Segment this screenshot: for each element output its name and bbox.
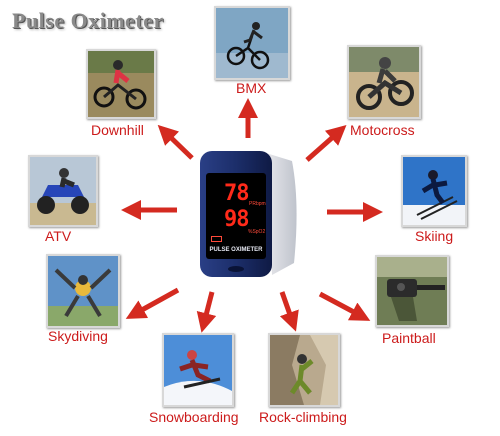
photo-atv xyxy=(28,155,98,227)
snowboarding-photo-icon xyxy=(164,335,232,405)
label-skiing: Skiing xyxy=(415,228,454,244)
pr-unit-label: PRbpm xyxy=(249,201,266,207)
label-paintball: Paintball xyxy=(382,330,436,346)
pulse-oximeter-device: 78 PRbpm 98 %SpO2 PULSE OXIMETER xyxy=(196,143,300,283)
photo-motocross xyxy=(347,45,421,119)
label-skydiving: Skydiving xyxy=(48,328,108,344)
label-motocross: Motocross xyxy=(350,122,415,138)
label-downhill: Downhill xyxy=(91,122,144,138)
photo-bmx xyxy=(214,6,290,80)
arrow-rock-climbing xyxy=(279,291,299,332)
label-atv: ATV xyxy=(45,228,72,244)
spo2-unit-label: %SpO2 xyxy=(248,229,266,235)
photo-rock-climbing xyxy=(268,333,340,407)
atv-photo-icon xyxy=(30,157,96,225)
label-bmx: BMX xyxy=(236,80,267,96)
battery-icon xyxy=(211,236,222,242)
photo-skiing xyxy=(401,155,467,227)
arrow-skydiving xyxy=(125,287,180,319)
label-rock-climbing: Rock-climbing xyxy=(259,409,347,425)
pulse-reading: 98 xyxy=(224,207,249,232)
device-brand-label: PULSE OXIMETER xyxy=(209,247,263,253)
arrow-paintball xyxy=(318,291,371,321)
rock-climbing-photo-icon xyxy=(270,335,338,405)
label-snowboarding: Snowboarding xyxy=(149,409,239,425)
photo-skydiving xyxy=(46,254,120,328)
downhill-photo-icon xyxy=(88,51,154,117)
spo2-reading: 78 xyxy=(224,181,249,206)
photo-snowboarding xyxy=(162,333,234,407)
arrow-downhill xyxy=(157,124,194,160)
arrow-motocross xyxy=(305,125,347,162)
page-title: Pulse Oximeter xyxy=(12,8,164,33)
paintball-photo-icon xyxy=(377,257,447,325)
motocross-photo-icon xyxy=(349,47,419,117)
bmx-photo-icon xyxy=(216,8,288,78)
skiing-photo-icon xyxy=(403,157,465,225)
arrow-snowboarding xyxy=(196,291,217,333)
photo-downhill xyxy=(86,49,156,119)
photo-paintball xyxy=(375,255,449,327)
skydiving-photo-icon xyxy=(48,256,118,326)
